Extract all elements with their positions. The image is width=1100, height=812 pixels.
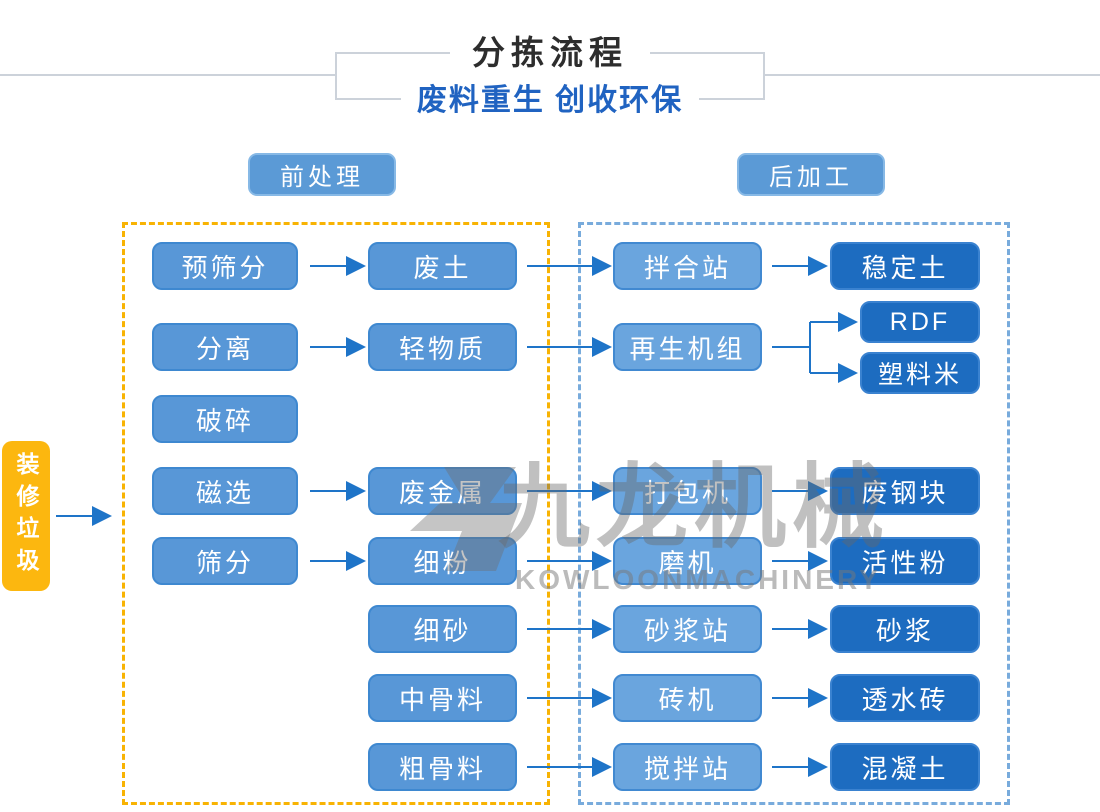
node-mixing-station: 拌合站 (613, 242, 762, 290)
node-waste-metal: 废金属 (368, 467, 517, 515)
node-fine-powder: 细粉 (368, 537, 517, 585)
node-active-powder: 活性粉 (830, 537, 980, 585)
node-baler: 打包机 (613, 467, 762, 515)
node-permeable-brick: 透水砖 (830, 674, 980, 722)
node-separation: 分离 (152, 323, 298, 371)
node-batching-plant: 搅拌站 (613, 743, 762, 791)
page-title: 分拣流程 (0, 36, 1100, 70)
node-plastic-pellets: 塑料米 (860, 352, 980, 394)
header-line-right (765, 74, 1100, 76)
node-magnetic-sorting: 磁选 (152, 467, 298, 515)
node-pre-screening: 预筛分 (152, 242, 298, 290)
post-processing-group (578, 222, 1010, 805)
node-stabilized-soil: 稳定土 (830, 242, 980, 290)
node-brick-machine: 砖机 (613, 674, 762, 722)
node-concrete: 混凝土 (830, 743, 980, 791)
node-screening: 筛分 (152, 537, 298, 585)
node-medium-aggregate: 中骨料 (368, 674, 517, 722)
header-line-left (0, 74, 335, 76)
node-light-material: 轻物质 (368, 323, 517, 371)
page-subtitle: 废料重生 创收环保 (0, 84, 1100, 117)
section-pre-processing: 前处理 (248, 153, 396, 196)
node-rdf: RDF (860, 301, 980, 343)
node-mortar-station: 砂浆站 (613, 605, 762, 653)
node-coarse-aggregate: 粗骨料 (368, 743, 517, 791)
node-waste-soil: 废土 (368, 242, 517, 290)
node-fine-sand: 细砂 (368, 605, 517, 653)
node-steel-blocks: 废钢块 (830, 467, 980, 515)
node-crushing: 破碎 (152, 395, 298, 443)
node-mortar: 砂浆 (830, 605, 980, 653)
node-regeneration-unit: 再生机组 (613, 323, 762, 371)
pre-processing-group (122, 222, 550, 805)
node-mill: 磨机 (613, 537, 762, 585)
node-renovation-waste: 装修垃圾 (2, 441, 50, 591)
section-post-processing: 后加工 (737, 153, 885, 196)
